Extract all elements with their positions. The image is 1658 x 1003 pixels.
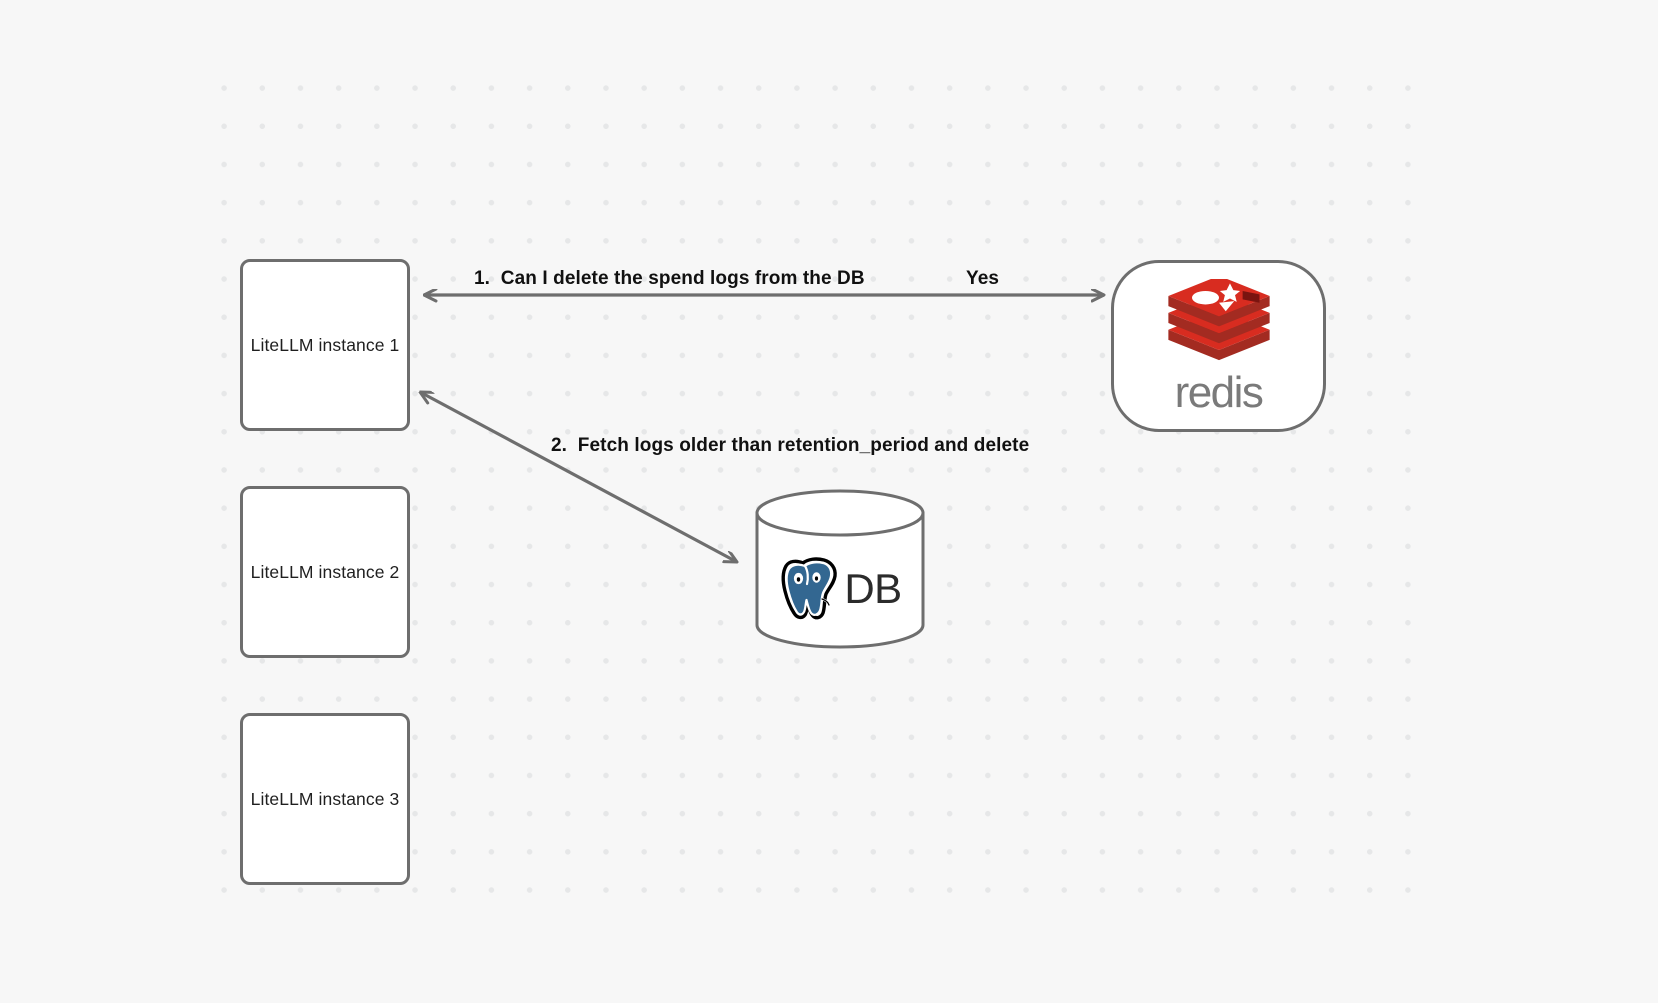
edge-label-step-1: 1. Can I delete the spend logs from the … [474, 268, 865, 289]
db-label: DB [844, 565, 902, 612]
redis-logo-icon [1167, 279, 1270, 361]
redis-wordmark: redis [1174, 368, 1264, 417]
node-database[interactable]: DB [754, 489, 926, 649]
postgresql-elephant-icon [781, 557, 838, 620]
node-label-litellm-1: LiteLLM instance 1 [250, 334, 400, 355]
edge-label-step-1-reply: Yes [966, 268, 1000, 289]
node-label-litellm-3: LiteLLM instance 3 [250, 788, 400, 809]
node-litellm-instance-3[interactable]: LiteLLM instance 3 [240, 713, 410, 885]
node-label-litellm-2: LiteLLM instance 2 [250, 561, 400, 582]
db-logo-row: DB [754, 549, 926, 629]
node-redis[interactable]: redis [1111, 260, 1326, 432]
node-litellm-instance-1[interactable]: LiteLLM instance 1 [240, 259, 410, 431]
edge-llm1-db [420, 392, 737, 562]
edge-label-step-2: 2. Fetch logs older than retention_perio… [551, 435, 1030, 456]
redis-logo-group: redis [1165, 279, 1273, 415]
node-litellm-instance-2[interactable]: LiteLLM instance 2 [240, 486, 410, 658]
